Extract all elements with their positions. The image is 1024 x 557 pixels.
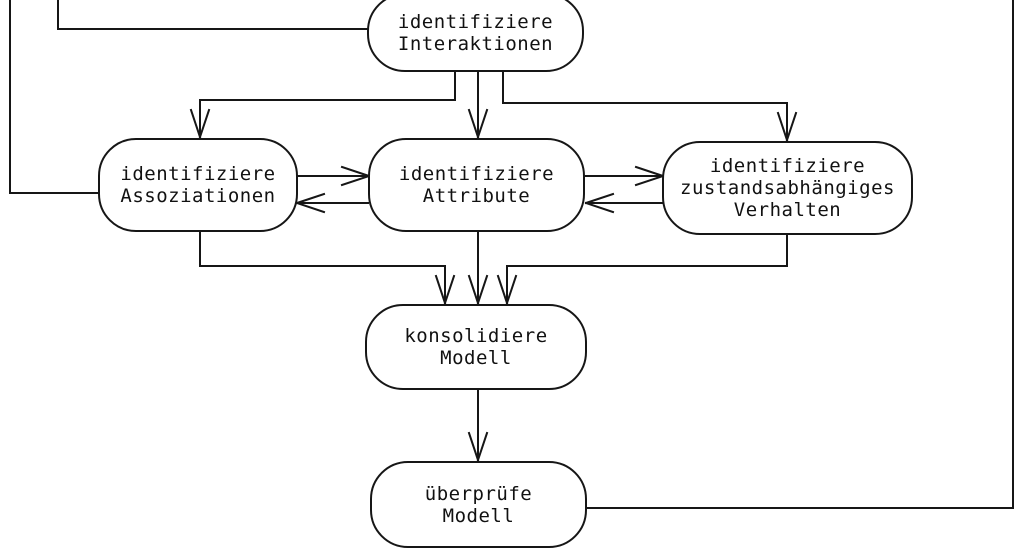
node-ueberpruefe-modell: überprüfe Modell — [370, 461, 587, 548]
node-label-assoziationen: identifiziere Assoziationen — [120, 163, 276, 207]
node-identifiziere-attribute: identifiziere Attribute — [368, 138, 585, 232]
edge-attribute-to-assoziationen — [295, 192, 369, 214]
node-identifiziere-assoziationen: identifiziere Assoziationen — [98, 138, 298, 232]
edge-top-to-interaktionen — [57, 0, 368, 30]
edge-verhalten-to-konsolidiere — [496, 234, 788, 305]
node-identifiziere-interaktionen: identifiziere Interaktionen — [367, 0, 584, 72]
edge-interaktionen-to-assoziationen — [189, 71, 456, 139]
edge-attribute-to-konsolidiere — [467, 231, 489, 305]
node-identifiziere-zustandsabhaengiges-verhalten: identifiziere zustandsabhängiges Verhalt… — [662, 141, 913, 235]
edge-verhalten-to-attribute — [584, 192, 663, 214]
edge-assoziationen-to-konsolidiere — [199, 231, 456, 305]
edge-assoziationen-to-attribute — [296, 165, 371, 187]
node-label-konsolidiere: konsolidiere Modell — [404, 325, 548, 369]
edge-interaktionen-to-verhalten — [502, 71, 798, 142]
node-konsolidiere-modell: konsolidiere Modell — [365, 304, 587, 390]
node-label-verhalten: identifiziere zustandsabhängiges Verhalt… — [680, 155, 895, 221]
node-label-ueberpruefe: überprüfe Modell — [424, 482, 533, 527]
node-label-attribute: identifiziere Attribute — [398, 163, 555, 207]
edge-interaktionen-to-attribute — [467, 71, 489, 139]
edge-top-to-assoziationen — [9, 0, 98, 194]
edge-konsolidiere-to-ueberpruefe — [467, 389, 489, 462]
edge-ueberpruefe-to-top — [587, 0, 1014, 509]
edge-attribute-to-verhalten — [585, 165, 665, 187]
node-label-interaktionen: identifiziere Interaktionen — [397, 10, 554, 55]
